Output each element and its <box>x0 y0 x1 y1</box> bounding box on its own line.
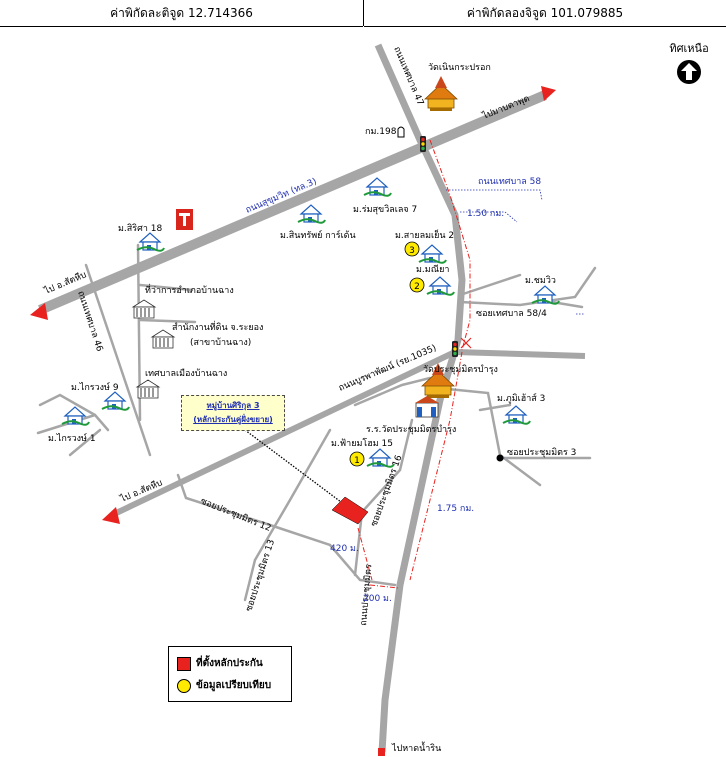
road-label-soi3: ซอยประชุมมิตร 3 <box>507 447 576 458</box>
road-sukhumvit <box>38 90 547 315</box>
legend-collateral-label: ที่ตั้งหลักประกัน <box>196 658 263 669</box>
village-house-icon <box>363 177 392 197</box>
callout-title: หมู่บ้านศิริกุล 3 <box>206 401 260 410</box>
road-label-rd47: ถนนเทศบาล 47 <box>391 45 425 107</box>
collateral-swatch-icon <box>177 657 191 671</box>
header-divider <box>363 0 364 26</box>
place-label-wat-prachum: วัดประชุมมิตรบำรุง <box>423 364 498 375</box>
distance-label-420m: 420 ม. <box>330 544 359 554</box>
svg-text:1: 1 <box>354 456 360 466</box>
collateral-site-marker <box>331 496 369 525</box>
place-label-krawong-9: ม.ไกรวงษ์ 9 <box>71 381 119 393</box>
leader-rd58 <box>446 189 543 201</box>
road-label-rd58: ถนนเทศบาล 58 <box>478 177 541 187</box>
road-thesaban-46 <box>84 263 152 457</box>
road-label-rd46: ถนนเทศบาล 46 <box>75 290 104 353</box>
road-bupha <box>110 349 457 518</box>
road-amphoe-branches <box>138 283 197 324</box>
comparison-marker-3: 3 <box>404 241 420 257</box>
village-house-icon <box>502 405 531 425</box>
road-label-prachum: ถนนประชุมมิตร <box>358 564 374 627</box>
road-bupha-east <box>454 349 586 359</box>
road-phumi <box>436 386 542 487</box>
village-house-icon <box>418 244 447 264</box>
arrow-to-pak-icon <box>541 86 556 101</box>
place-label-thesaban: เทศบาลเมืองบ้านฉาง <box>145 368 227 379</box>
north-arrow-icon <box>677 60 701 84</box>
place-label-saiyen: ม.สายลมเย็น 2 <box>395 228 454 241</box>
road-soi-16 <box>353 418 414 577</box>
arrow-to-sattahip-1-icon <box>30 303 48 320</box>
junction-dot-icon <box>496 454 504 462</box>
callout-subtitle: (หลักประกันคู่ฝั่งขยาย) <box>193 415 273 424</box>
road-label-soi12: ซอยประชุมมิตร 12 <box>199 496 273 534</box>
svg-text:2: 2 <box>414 282 420 292</box>
place-label-wat-nern: วัดเนินกระปรอก <box>428 62 491 73</box>
place-label-krawong-1: ม.ไกรวงษ์ 1 <box>48 432 96 444</box>
road-prachummit <box>374 43 466 753</box>
comparison-swatch-icon <box>177 679 191 693</box>
collateral-callout: หมู่บ้านศิริกุล 3 (หลักประกันคู่ฝั่งขยาย… <box>181 395 285 431</box>
road-label-soi584: ซอยเทศบาล 58/4 <box>476 309 547 319</box>
north-indicator: ทิศเหนือ <box>664 39 714 85</box>
place-label-maniya: ม.มณียา <box>416 264 449 275</box>
distance-label-175km: 1.75 กม. <box>437 504 474 514</box>
arrow-to-beach-icon <box>378 748 385 756</box>
road-wat-prachum <box>353 376 432 407</box>
map-legend: ที่ตั้งหลักประกัน ข้อมูลเปรียบเทียบ <box>168 646 292 702</box>
north-label: ทิศเหนือ <box>669 42 709 55</box>
place-label-km198: กม.198 <box>365 127 397 137</box>
comparison-marker-1: 1 <box>349 451 365 467</box>
village-house-icon <box>366 448 395 468</box>
coordinate-header: ค่าพิกัดละติจูด 12.714366 ค่าพิกัดลองจิจ… <box>0 0 726 27</box>
legend-comparison-label: ข้อมูลเปรียบเทียบ <box>196 680 272 691</box>
road-chomwiw <box>458 273 522 297</box>
distance-label-150km: 1.50 กม. <box>467 209 504 219</box>
distance-lines <box>357 139 471 589</box>
distance-line-420m <box>357 527 373 581</box>
village-house-icon <box>426 276 455 296</box>
place-label-land-1: สำนักงานที่ดิน จ.ระยอง <box>172 320 263 333</box>
svg-text:3: 3 <box>409 246 415 256</box>
place-label-phumi: ม.ภูมิเฮ้าส์ 3 <box>497 392 545 404</box>
traffic-light-icon <box>420 136 426 152</box>
direction-label-beach: ไปหาดน้ำริน <box>391 741 441 754</box>
place-label-chomwiw: ม.ชมวิว <box>525 275 556 286</box>
place-label-school: ร.ร.วัดประชุมมิตรบำรุง <box>366 424 456 435</box>
intersection-cross-icon <box>460 337 472 349</box>
place-label-sinsap: ม.สินทรัพย์ การ์เด้น <box>280 229 356 241</box>
village-house-icon <box>297 204 326 224</box>
road-soi-13 <box>243 428 332 602</box>
longitude-cell: ค่าพิกัดลองจิจูด 101.079885 <box>364 0 726 27</box>
place-label-romsuk: ม.ร่มสุขวิลเลจ 7 <box>353 204 417 215</box>
comparison-marker-2: 2 <box>409 277 425 293</box>
village-house-icon <box>136 232 165 252</box>
direction-arrows <box>30 86 556 756</box>
temple-icon <box>424 75 458 112</box>
place-label-sirika: ม.สิริศา 18 <box>118 223 162 234</box>
government-building-icon <box>151 329 175 349</box>
road-soi-12 <box>176 473 397 587</box>
village-house-icon <box>101 391 130 411</box>
milestone-icon <box>397 126 405 138</box>
arrow-to-sattahip-2-icon <box>102 507 120 524</box>
government-building-icon <box>132 299 156 319</box>
distance-label-200m: 200 ม. <box>363 594 392 604</box>
school-icon <box>415 396 439 418</box>
latitude-cell: ค่าพิกัดละติจูด 12.714366 <box>0 0 363 27</box>
place-label-faifah: ม.ฟ้ายมโฮม 15 <box>331 438 393 449</box>
major-roads <box>38 43 586 753</box>
traffic-light-icon <box>452 341 458 357</box>
place-label-amphoe: ที่ว่าการอำเภอบ้านฉาง <box>145 283 234 296</box>
road-krawong <box>36 393 110 457</box>
place-label-land-2: (สาขาบ้านฉาง) <box>190 337 251 348</box>
distance-line-200m <box>369 584 399 589</box>
leader-150km <box>460 211 518 223</box>
distance-line-1-75km <box>409 351 463 581</box>
